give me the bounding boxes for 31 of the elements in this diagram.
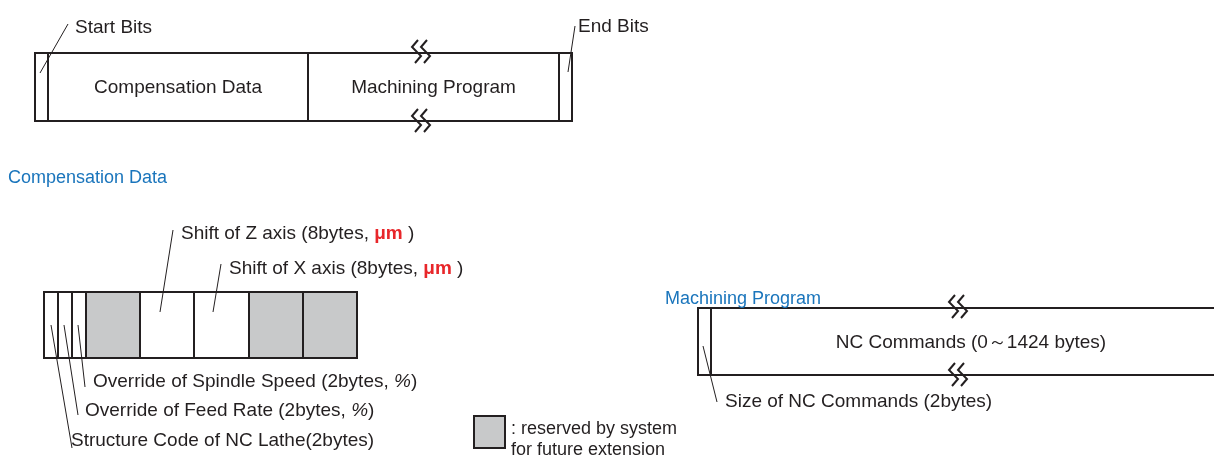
leader-line <box>567 25 576 73</box>
data-field <box>34 52 49 122</box>
leader-line <box>212 263 222 313</box>
data-field <box>139 291 195 359</box>
legend-text: : reserved by system for future extension <box>511 418 679 460</box>
data-field <box>57 291 73 359</box>
data-field <box>697 307 712 376</box>
field-label: Shift of Z axis (8bytes, μm ) <box>181 222 415 244</box>
field-label: Structure Code of NC Lathe(2bytes) <box>71 429 375 451</box>
field-label: Shift of X axis (8bytes, μm ) <box>229 257 464 279</box>
data-block: Compensation Data <box>47 52 309 122</box>
leader-line <box>159 229 174 313</box>
leader-line <box>39 23 69 74</box>
data-field <box>85 291 141 359</box>
leader-line <box>77 324 86 388</box>
data-block: NC Commands (0～1424 bytes) <box>710 307 1214 376</box>
field-label: Override of Feed Rate (2bytes, %) <box>85 399 375 421</box>
leader-line <box>50 324 73 449</box>
section-heading: Compensation Data <box>8 167 168 188</box>
field-label: End Bits <box>578 15 649 37</box>
field-label: Start Bits <box>75 16 153 38</box>
data-field <box>43 291 59 359</box>
leader-line <box>63 324 79 416</box>
field-label: Override of Spindle Speed (2bytes, %) <box>93 370 418 392</box>
data-field <box>302 291 358 359</box>
leader-line <box>702 345 718 403</box>
data-field <box>248 291 304 359</box>
data-block: Machining Program <box>307 52 560 122</box>
data-field <box>558 52 573 122</box>
section-heading: Machining Program <box>665 288 822 309</box>
field-label: Size of NC Commands (2bytes) <box>725 390 993 412</box>
